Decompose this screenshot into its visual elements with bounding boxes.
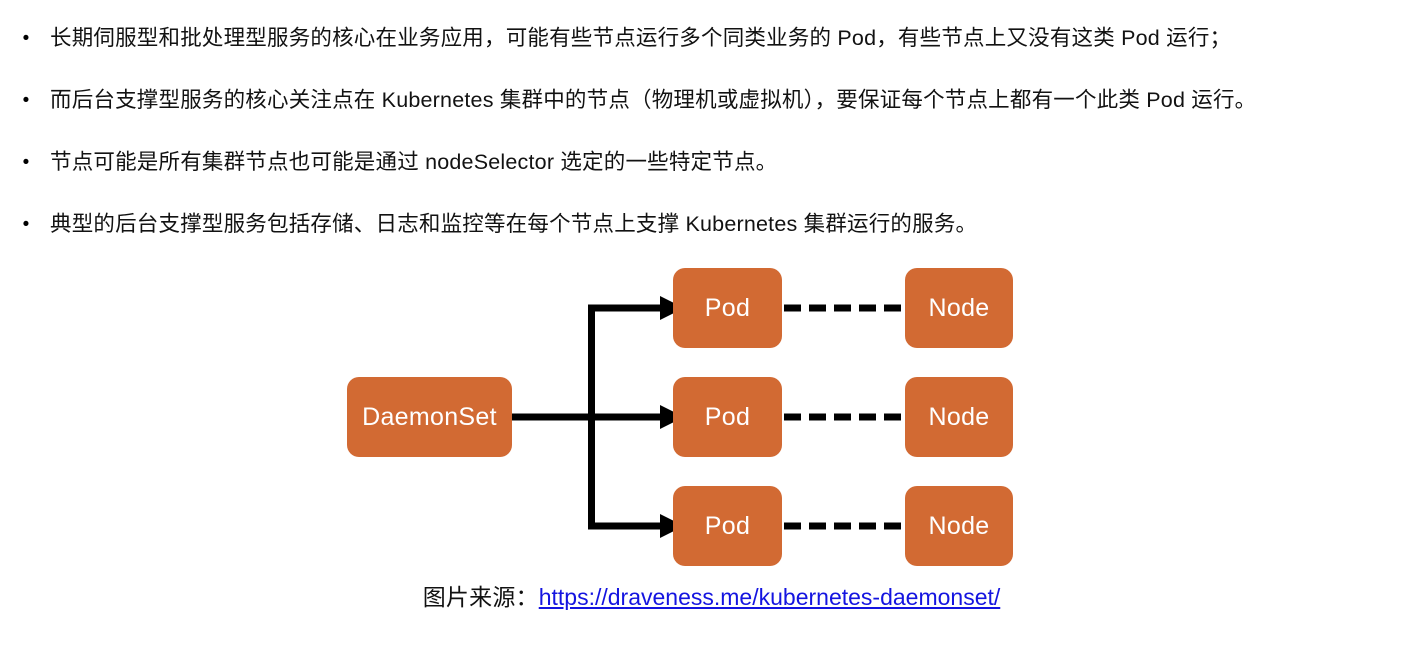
pod-box-3: Pod <box>673 486 782 566</box>
bullet-text: 典型的后台支撑型服务包括存储、日志和监控等在每个节点上支撑 Kubernetes… <box>50 212 978 236</box>
daemonset-diagram: DaemonSet Pod Pod Pod Node Node Node <box>0 248 1423 588</box>
list-item: • 典型的后台支撑型服务包括存储、日志和监控等在每个节点上支撑 Kubernet… <box>0 200 1423 248</box>
image-source-caption: 图片来源：https://draveness.me/kubernetes-dae… <box>0 580 1423 614</box>
list-item: • 而后台支撑型服务的核心关注点在 Kubernetes 集群中的节点（物理机或… <box>0 76 1423 124</box>
node-label: Node <box>928 402 990 431</box>
bullet-marker-icon: • <box>22 89 30 111</box>
node-box-3: Node <box>905 486 1013 566</box>
daemonset-label: DaemonSet <box>362 402 497 431</box>
source-link[interactable]: https://draveness.me/kubernetes-daemonse… <box>538 584 1001 610</box>
node-box-2: Node <box>905 377 1013 457</box>
bullet-text: 而后台支撑型服务的核心关注点在 Kubernetes 集群中的节点（物理机或虚拟… <box>50 88 1257 112</box>
caption-label: 图片来源： <box>422 584 539 610</box>
bullet-marker-icon: • <box>22 27 30 49</box>
node-label: Node <box>928 511 990 540</box>
list-item: • 节点可能是所有集群节点也可能是通过 nodeSelector 选定的一些特定… <box>0 138 1423 186</box>
pod-label: Pod <box>704 293 751 322</box>
node-label: Node <box>928 293 990 322</box>
bullet-text: 长期伺服型和批处理型服务的核心在业务应用，可能有些节点运行多个同类业务的 Pod… <box>50 26 1232 50</box>
pod-box-2: Pod <box>673 377 782 457</box>
daemonset-box: DaemonSet <box>347 377 512 457</box>
bullet-marker-icon: • <box>22 213 30 235</box>
bullet-marker-icon: • <box>22 151 30 173</box>
pod-label: Pod <box>704 402 751 431</box>
bullet-text: 节点可能是所有集群节点也可能是通过 nodeSelector 选定的一些特定节点… <box>50 150 778 174</box>
list-item: • 长期伺服型和批处理型服务的核心在业务应用，可能有些节点运行多个同类业务的 P… <box>0 14 1423 62</box>
node-box-1: Node <box>905 268 1013 348</box>
pod-box-1: Pod <box>673 268 782 348</box>
pod-label: Pod <box>704 511 751 540</box>
